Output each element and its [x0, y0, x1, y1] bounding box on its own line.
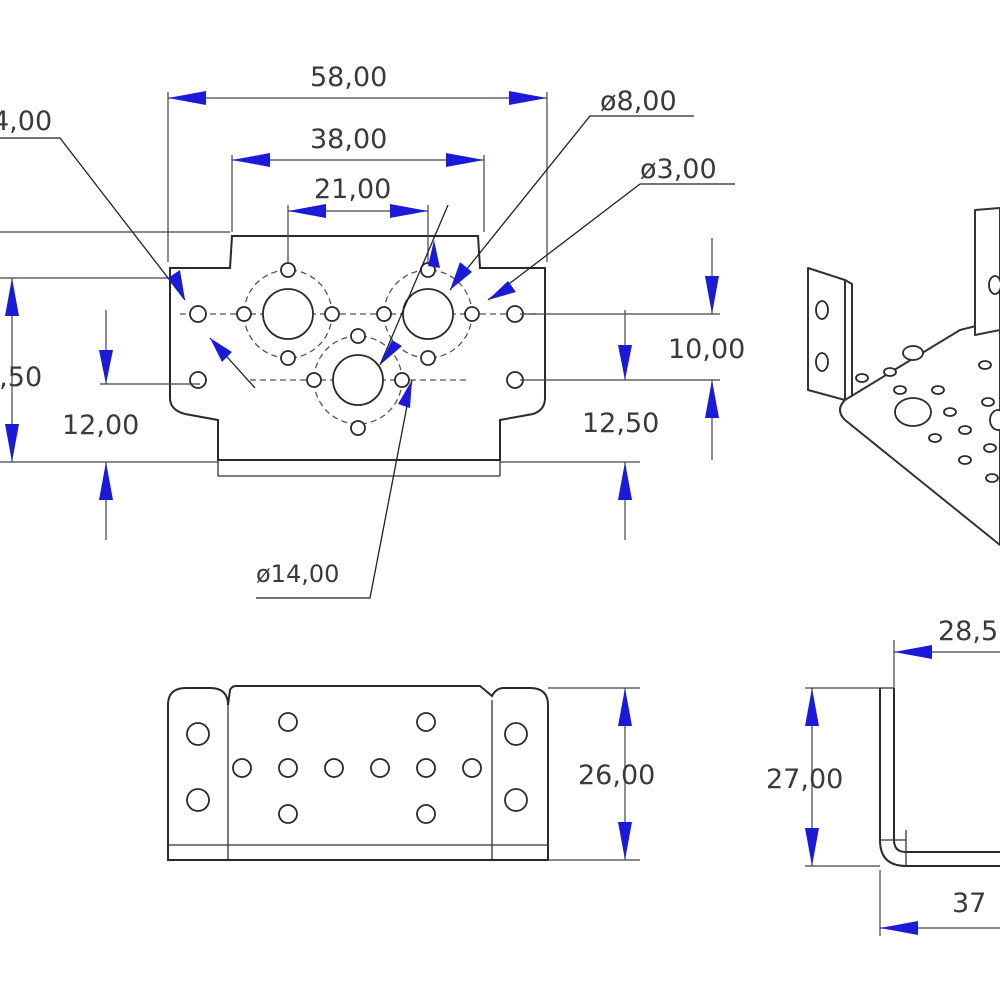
dim-37-partial: 37 [952, 888, 986, 919]
large-hole-center [332, 354, 384, 406]
large-hole-right [402, 288, 454, 340]
iso-holes [855, 345, 1000, 483]
small-holes [189, 262, 524, 436]
dim-21: 21,00 [314, 174, 391, 205]
dim-26: 26,00 [578, 760, 655, 791]
dim-12: 12,00 [62, 410, 139, 441]
dim-diameter-14: ø14,00 [256, 560, 339, 588]
dim-10: 10,00 [668, 334, 745, 365]
dim-27: 27,00 [766, 764, 843, 795]
dim-58: 58,00 [310, 62, 387, 93]
front-view: 26,00 [167, 685, 655, 861]
side-view-outline [879, 688, 1000, 867]
dim-diameter-8: ø8,00 [600, 86, 677, 117]
top-view-plate-outline [169, 235, 546, 461]
dim-diameter-3: ø3,00 [640, 154, 717, 185]
isometric-view [807, 207, 1000, 546]
front-view-holes [186, 712, 528, 824]
dim-4-partial: 4,00 [0, 106, 52, 137]
dim-38: 38,00 [310, 124, 387, 155]
dim-12-50: 12,50 [582, 408, 659, 439]
dim-28-5-partial: 28,5 [938, 616, 998, 647]
dim-3-50-partial: 3,50 [0, 362, 42, 393]
top-view: 58,00 38,00 21,00 ø8,00 ø3,00 4,00 ø14,0… [0, 62, 745, 599]
large-hole-left [262, 288, 314, 340]
side-view: 27,00 28,5 37 [766, 616, 1000, 936]
front-view-outline [167, 685, 549, 861]
